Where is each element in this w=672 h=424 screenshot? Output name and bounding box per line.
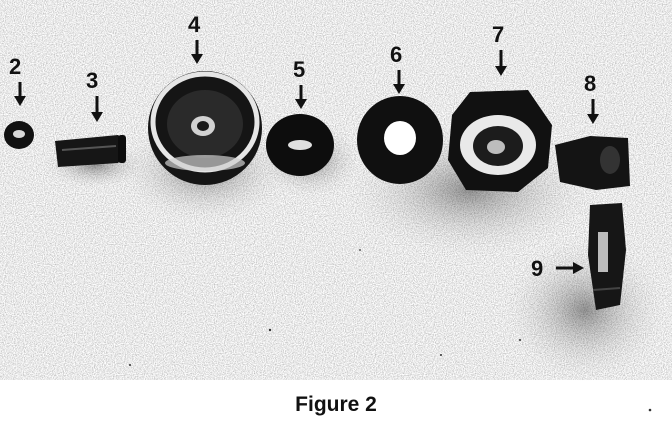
callout-3: 3 — [86, 68, 98, 93]
arrow-8 — [587, 99, 599, 124]
part-4-cap — [148, 71, 262, 185]
callout-9: 9 — [531, 256, 543, 281]
specks — [129, 249, 652, 412]
part-8-fitting — [555, 136, 630, 190]
arrow-4 — [191, 40, 203, 64]
part-5-plug — [266, 114, 334, 176]
arrow-6 — [393, 70, 405, 94]
arrow-5 — [295, 85, 307, 109]
callout-5: 5 — [293, 57, 305, 82]
part-7-hex-nut — [448, 90, 552, 192]
figure-caption: Figure 2 — [295, 393, 377, 416]
callout-7: 7 — [492, 22, 504, 47]
arrow-7 — [495, 50, 507, 76]
part-3-screw — [55, 135, 126, 167]
callout-6: 6 — [390, 42, 402, 67]
part-9-nipple — [588, 203, 626, 310]
photo-shading — [0, 0, 672, 385]
arrow-2 — [14, 82, 26, 106]
callout-4: 4 — [188, 12, 201, 37]
callout-arrows — [14, 40, 599, 274]
arrow-3 — [91, 96, 103, 122]
callout-8: 8 — [584, 71, 596, 96]
arrow-9 — [556, 262, 584, 274]
callout-2: 2 — [9, 54, 21, 79]
part-2-washer — [4, 121, 34, 149]
part-6-ring — [357, 96, 443, 184]
